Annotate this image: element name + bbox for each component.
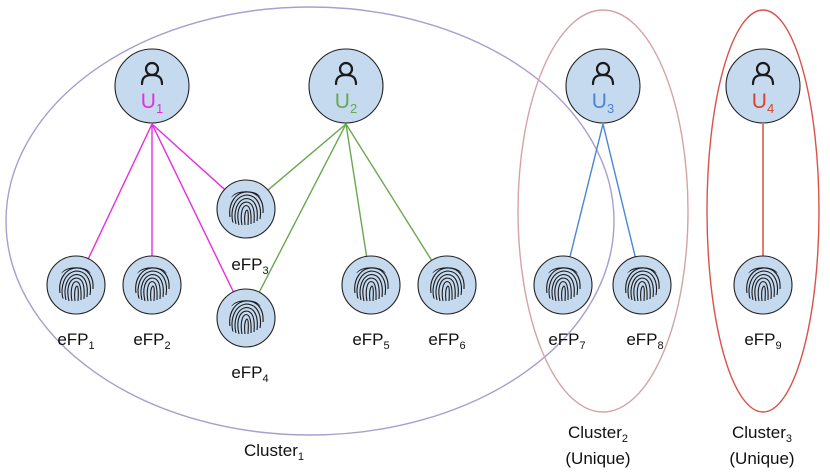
edge-u3-efp8 bbox=[602, 123, 636, 257]
efp4-node bbox=[216, 288, 276, 348]
efp5-node bbox=[341, 255, 401, 315]
edge-u2-efp6 bbox=[345, 123, 433, 261]
efp7-label: eFP7 bbox=[548, 330, 586, 352]
u1-node bbox=[114, 48, 190, 124]
efp7-node bbox=[533, 255, 593, 315]
efp1-label: eFP1 bbox=[57, 330, 95, 352]
edge-u1-efp4 bbox=[151, 123, 235, 293]
efp1-node bbox=[46, 255, 106, 315]
edge-u1-efp3 bbox=[151, 123, 226, 190]
u4-label: U4 bbox=[751, 90, 775, 116]
u2-label: U2 bbox=[334, 90, 358, 116]
edge-u2-efp4 bbox=[258, 123, 347, 293]
cluster2-label: Cluster2(Unique) bbox=[565, 423, 631, 468]
u4-node bbox=[725, 48, 801, 124]
cluster3-note: (Unique) bbox=[729, 449, 795, 468]
efp4-label: eFP4 bbox=[231, 363, 269, 385]
efp5-label: eFP5 bbox=[352, 330, 390, 352]
efp3-node bbox=[216, 179, 276, 239]
cluster2-ellipse bbox=[517, 9, 689, 413]
u3-node bbox=[565, 48, 641, 124]
efp3-label: eFP3 bbox=[231, 255, 269, 277]
cluster3-ellipse bbox=[706, 9, 820, 413]
efp6-node bbox=[417, 255, 477, 315]
u3-label: U3 bbox=[591, 90, 615, 116]
cluster1-ellipse bbox=[5, 6, 615, 436]
efp8-node bbox=[612, 255, 672, 315]
efp9-label: eFP9 bbox=[744, 330, 782, 352]
cluster3-label: Cluster3(Unique) bbox=[729, 423, 795, 468]
edge-u1-efp1 bbox=[87, 123, 153, 260]
u1-label: U1 bbox=[140, 90, 164, 116]
efp9-node bbox=[733, 255, 793, 315]
edge-u2-efp5 bbox=[345, 123, 368, 257]
u2-node bbox=[308, 48, 384, 124]
edge-u3-efp7 bbox=[569, 123, 604, 258]
efp6-label: eFP6 bbox=[428, 330, 466, 352]
cluster1-label: Cluster1 bbox=[244, 441, 304, 463]
edge-u2-efp3 bbox=[267, 123, 347, 191]
efp2-label: eFP2 bbox=[133, 330, 171, 352]
efp2-node bbox=[122, 255, 182, 315]
cluster2-note: (Unique) bbox=[565, 449, 631, 468]
efp8-label: eFP8 bbox=[626, 330, 664, 352]
